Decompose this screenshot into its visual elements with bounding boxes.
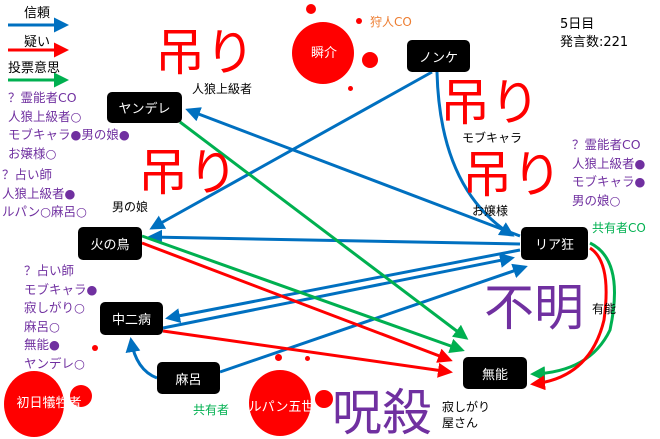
result-line: 人狼上級者○ — [8, 108, 82, 124]
node-label: リア狂 — [534, 238, 574, 253]
node-muno: 無能 — [463, 357, 527, 389]
node-shunsuke: 瞬介 — [296, 32, 352, 70]
dead-label-yuno: 有能 — [592, 302, 617, 316]
edge-trust-arrow — [165, 248, 521, 324]
dead-label-mobchara: モブキャラ — [462, 131, 523, 145]
dead-label-jinro-jokyu: 人狼上級者 — [192, 82, 253, 96]
edge-vote-arrow — [179, 120, 469, 340]
edge-trust-arrow — [162, 253, 515, 330]
fate-hang-otokonoko: 吊り — [138, 144, 238, 202]
result-line: ルパン○麻呂○ — [2, 204, 87, 219]
hunter-co-label: 狩人CO — [370, 15, 412, 29]
node-hinotori: 火の鳥 — [78, 227, 142, 260]
node-label: ノンケ — [418, 50, 458, 66]
fate-hang-mobchara: 吊り — [440, 74, 540, 132]
result-line: ？占い師 — [24, 263, 75, 278]
node-yandere: ヤンデレ — [107, 92, 182, 123]
result-line: 麻呂○ — [24, 318, 60, 334]
node-label: 火の鳥 — [90, 238, 130, 253]
speech-count: 発言数:221 — [560, 35, 629, 50]
node-maro: 麻呂 — [157, 362, 220, 394]
result-line: 寂しがり○ — [24, 300, 85, 315]
left-seer-results: ？占い師 人狼上級者● ルパン○麻呂○ — [2, 166, 87, 222]
yandere-medium-results: ？霊能者CO 人狼上級者○ モブキャラ●男の娘● お嬢様○ — [8, 89, 130, 163]
edge-trust-arrow — [185, 107, 521, 238]
node-label: ヤンデレ — [118, 102, 171, 117]
legend-trust-label: 信頼 — [24, 6, 51, 21]
edge-vote-arrow — [530, 241, 616, 382]
right-medium-results: ？霊能者CO 人狼上級者● モブキャラ● 男の娘○ — [572, 136, 645, 210]
edge-doubt-arrow — [162, 329, 453, 378]
sharer-label: 共有者 — [193, 403, 230, 417]
node-label: 初日犠牲者 — [16, 396, 82, 411]
node-label: 麻呂 — [175, 372, 202, 388]
edge-doubt-arrow — [141, 241, 453, 363]
node-label: ルパン五世 — [248, 399, 315, 415]
node-shonichi: 初日犠牲者 — [3, 385, 95, 418]
node-nonke: ノンケ — [407, 40, 470, 72]
day-label: 5日目 — [560, 17, 595, 32]
fate-curse-sabishigari: 呪殺 — [332, 384, 432, 439]
result-line: 人狼上級者● — [572, 155, 646, 171]
result-line: ？占い師 — [2, 167, 53, 182]
fate-hang-jinro-jokyu: 吊り — [155, 24, 255, 82]
result-line: ？霊能者CO — [8, 90, 77, 105]
dead-label-ojosama: お嬢様 — [472, 204, 509, 218]
dead-label-sabishigari-1: 寂しがり — [442, 400, 491, 414]
fate-unknown-yuno: 不明 — [484, 279, 584, 337]
result-line: 無能● — [24, 337, 60, 352]
fate-hang-ojosama: 吊り — [462, 146, 562, 204]
result-line: ヤンデレ○ — [24, 355, 85, 371]
result-line: ？霊能者CO — [572, 137, 641, 152]
result-line: 人狼上級者● — [2, 185, 76, 201]
legend-vote-label: 投票意思 — [8, 61, 61, 76]
result-line: 男の娘○ — [572, 192, 621, 208]
edge-vote-arrow — [141, 234, 465, 354]
edge-trust-arrow — [435, 71, 515, 237]
result-line: モブキャラ● — [24, 281, 98, 297]
node-chunibyo: 中二病 — [100, 302, 163, 335]
dead-label-sabishigari-2: 屋さん — [442, 416, 479, 430]
legend-doubt-label: 疑い — [24, 35, 51, 50]
sharer-co-label: 共有者CO — [592, 221, 646, 235]
edge-trust-arrow — [125, 337, 158, 380]
node-lupin: ルパン五世 — [240, 389, 323, 421]
node-label: 無能 — [481, 367, 508, 383]
result-line: モブキャラ● — [572, 174, 646, 189]
node-label: 瞬介 — [310, 45, 337, 61]
chunibyo-seer-results: ？占い師 モブキャラ● 寂しがり○ 麻呂○ 無能● ヤンデレ○ — [24, 262, 97, 373]
edge-doubt-arrow — [530, 246, 608, 391]
result-line: お嬢様○ — [8, 145, 57, 161]
result-line: モブキャラ●男の娘● — [8, 127, 130, 142]
dead-label-otokonoko: 男の娘 — [112, 200, 149, 214]
node-riakyo: リア狂 — [521, 227, 588, 260]
node-label: 中二病 — [111, 313, 151, 328]
